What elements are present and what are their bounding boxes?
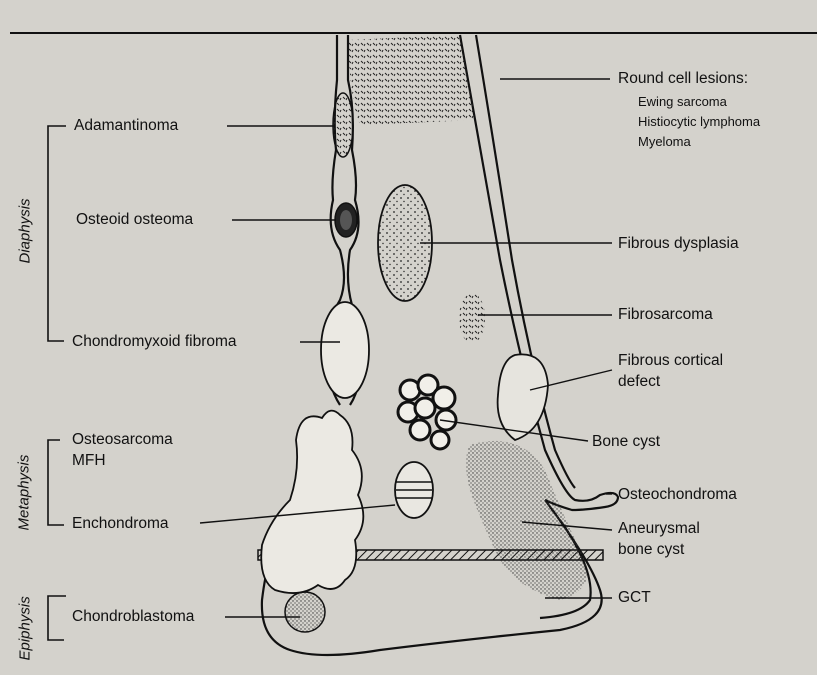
label-fibrosarcoma: Fibrosarcoma	[618, 306, 713, 324]
label-histiocytic-lymphoma: Histiocytic lymphoma	[638, 114, 760, 130]
chondroblastoma-lesion	[285, 592, 325, 632]
label-bone-cyst: Bone cyst	[592, 433, 660, 451]
label-adamantinoma: Adamantinoma	[74, 117, 178, 135]
label-osteochondroma: Osteochondroma	[618, 486, 737, 504]
label-chondromyxoid-fibroma: Chondromyxoid fibroma	[72, 333, 237, 351]
label-osteoid-osteoma: Osteoid osteoma	[76, 211, 193, 229]
label-aneurysmal-bone-cyst-line2: bone cyst	[618, 541, 684, 559]
fibrosarcoma-lesion	[459, 293, 485, 343]
adamantinoma-lesion	[333, 93, 353, 157]
region-brackets	[48, 126, 66, 640]
round-cell-lesion-area	[348, 35, 476, 125]
label-fibrous-dysplasia: Fibrous dysplasia	[618, 235, 739, 253]
label-gct: GCT	[618, 589, 651, 607]
region-label-metaphysis: Metaphysis	[16, 447, 33, 531]
bone-cyst-lesion	[398, 375, 456, 449]
osteosarcoma-mass	[261, 411, 363, 593]
label-myeloma: Myeloma	[638, 134, 691, 150]
label-enchondroma: Enchondroma	[72, 515, 169, 533]
label-ewing-sarcoma: Ewing sarcoma	[638, 94, 727, 110]
label-mfh: MFH	[72, 452, 106, 470]
region-label-diaphysis: Diaphysis	[17, 194, 34, 264]
chondromyxoid-fibroma-lesion	[321, 302, 369, 398]
label-chondroblastoma: Chondroblastoma	[72, 608, 194, 626]
region-label-epiphysis: Epiphysis	[17, 587, 34, 661]
aneurysmal-bone-cyst-lesion	[466, 441, 587, 600]
label-osteosarcoma: Osteosarcoma	[72, 431, 173, 449]
label-fibrous-cortical-defect-line2: defect	[618, 373, 660, 391]
label-aneurysmal-bone-cyst-line1: Aneurysmal	[618, 520, 700, 538]
label-round-cell-lesions: Round cell lesions:	[618, 70, 748, 88]
label-fibrous-cortical-defect-line1: Fibrous cortical	[618, 352, 723, 370]
fibrous-cortical-defect-lesion	[498, 354, 548, 440]
